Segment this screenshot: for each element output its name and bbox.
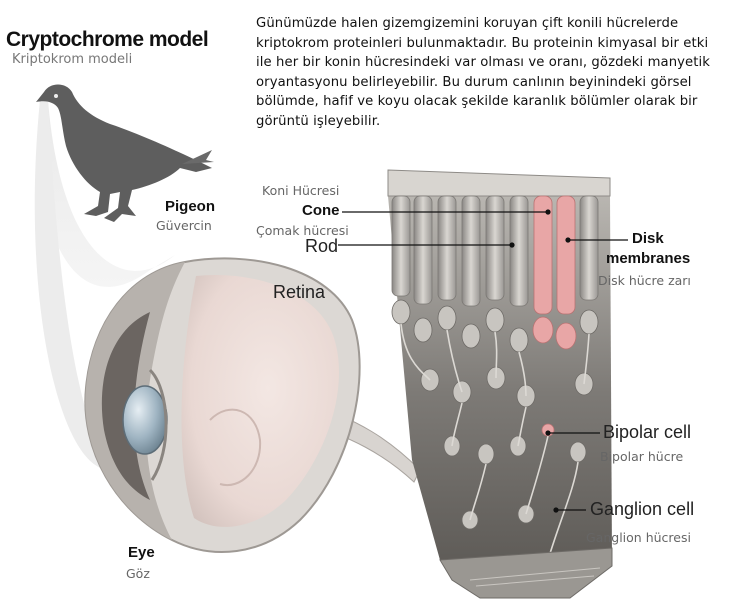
- description-paragraph: Günümüzde halen gizemgizemini koruyan çi…: [256, 16, 711, 129]
- label-eye: Eye: [128, 544, 155, 561]
- label-ganglion: Ganglion cell: [590, 499, 695, 519]
- label-pigeon-tr: Güvercin: [156, 218, 212, 233]
- label-disk-tr: Disk hücre zarı: [598, 273, 691, 288]
- label-cone: Cone: [302, 202, 340, 219]
- label-rod-tr: Çomak hücresi: [256, 223, 349, 238]
- page-title: Cryptochrome model: [6, 28, 209, 51]
- pigeon-silhouette: [36, 84, 214, 222]
- label-rod: Rod: [305, 236, 339, 256]
- page-subtitle: Kriptokrom modeli: [12, 52, 133, 67]
- label-disk-line1: Disk: [632, 230, 664, 247]
- label-ganglion-tr: Ganglion hücresi: [586, 530, 691, 545]
- label-retina: Retina: [273, 282, 326, 302]
- view-beam: [34, 100, 176, 470]
- label-disk-line2: membranes: [606, 250, 691, 267]
- label-bipolar: Bipolar cell: [603, 422, 692, 442]
- label-pigeon: Pigeon: [165, 198, 216, 215]
- retina-tissue-block: [387, 169, 613, 599]
- label-cone-tr: Koni Hücresi: [262, 183, 340, 198]
- label-bipolar-tr: Bipolar hücre: [600, 449, 684, 464]
- label-eye-tr: Göz: [126, 566, 150, 581]
- eye-illustration: [84, 257, 421, 553]
- leader-lines: [338, 209, 628, 513]
